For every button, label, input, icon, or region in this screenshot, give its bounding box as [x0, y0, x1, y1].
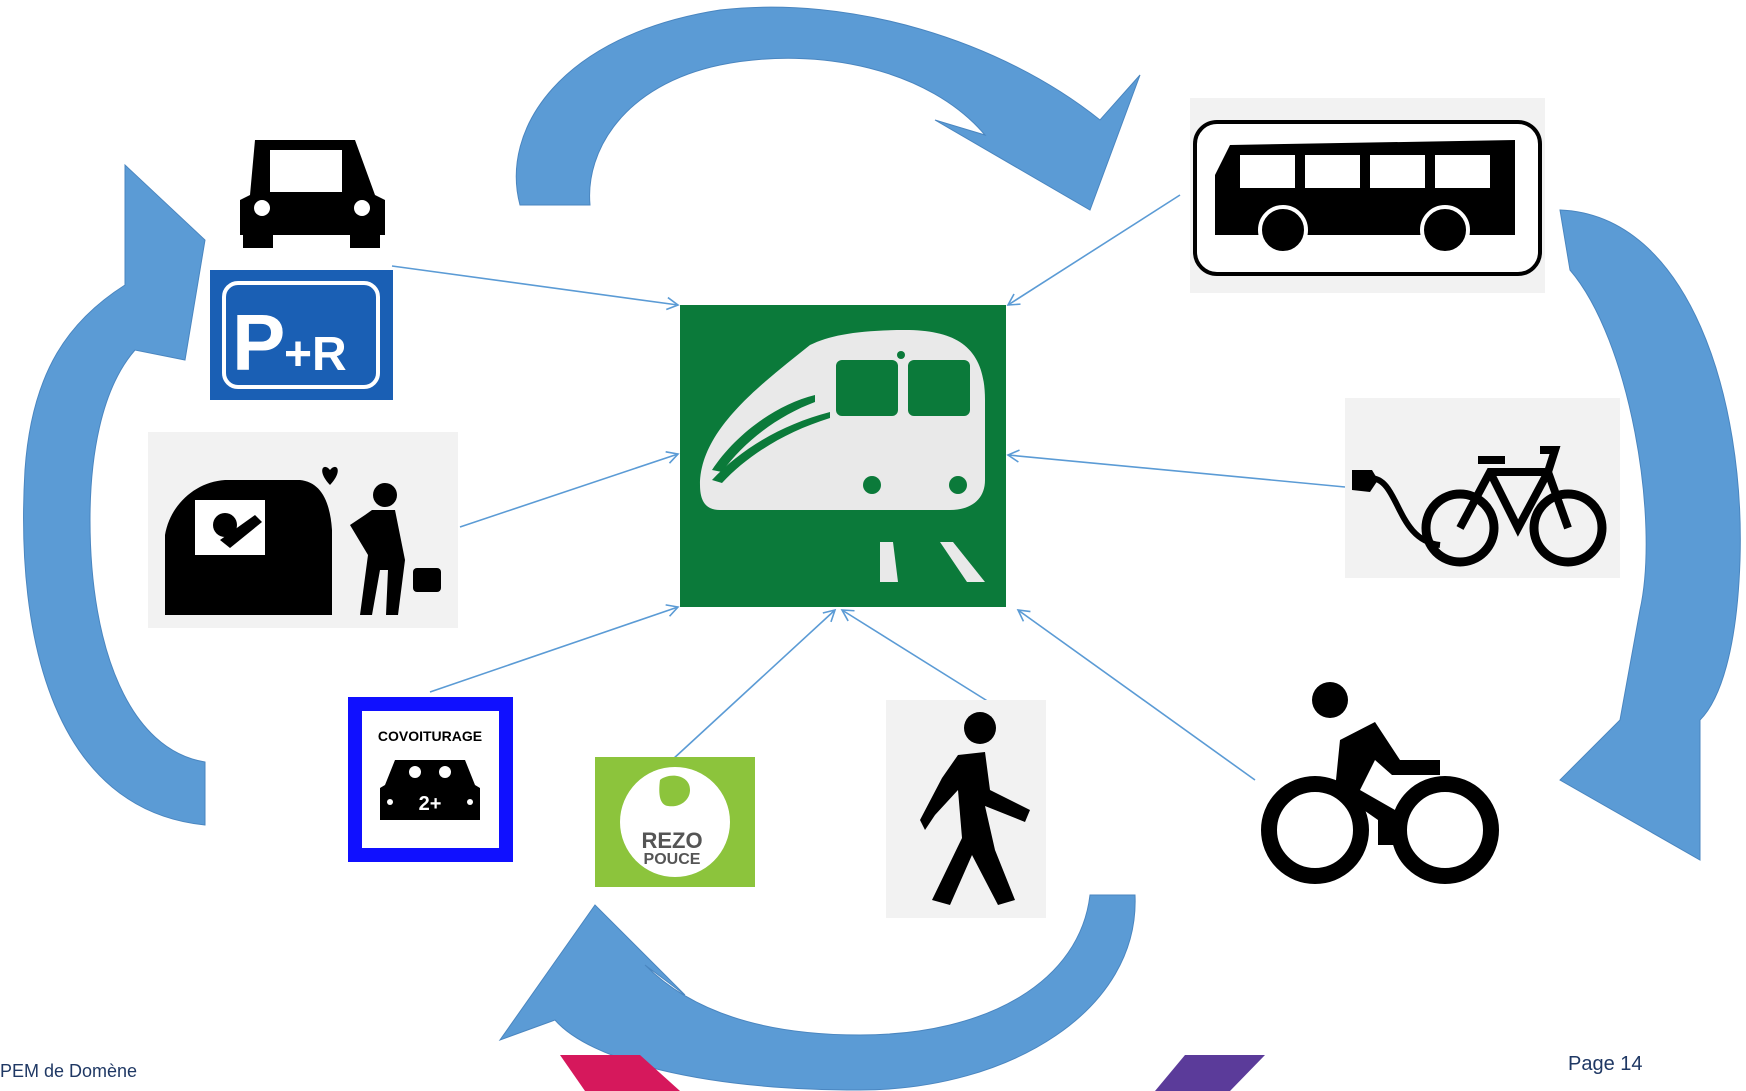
- car-icon: [240, 140, 385, 248]
- footer-title: PEM de Domène: [0, 1061, 138, 1081]
- connector-rezo: [671, 608, 837, 761]
- cyclist-icon: [1261, 682, 1499, 884]
- covoiturage-badge: 2+: [419, 793, 442, 815]
- covoiturage-label: COVOITURAGE: [378, 728, 482, 744]
- cycle-arrow-left: [23, 163, 206, 826]
- magenta-chevron: [560, 1055, 680, 1091]
- cycle-arrow-top: [515, 6, 1141, 211]
- connector-covoiturage: [429, 604, 680, 693]
- connector-ebike: [1006, 449, 1346, 488]
- park-and-ride-icon: P +R: [210, 270, 393, 400]
- pr-p-text: P: [232, 298, 285, 387]
- connector-bike: [1016, 609, 1256, 781]
- hitchhiking-icon: [148, 432, 458, 628]
- connector-walk: [840, 609, 1006, 713]
- rezo-pouce-icon: REZO POUCE: [595, 757, 755, 887]
- rezo-line2: POUCE: [644, 851, 701, 868]
- cycle-arrow-right: [1559, 209, 1741, 861]
- purple-chevron: [1155, 1055, 1265, 1091]
- bus-icon: [1190, 98, 1545, 293]
- rezo-line1: REZO: [641, 828, 702, 853]
- connector-pr: [391, 265, 680, 311]
- covoiturage-icon: COVOITURAGE 2+: [348, 697, 513, 862]
- connector-hitchhike: [459, 451, 680, 528]
- pr-plus-r-text: +R: [284, 328, 347, 381]
- electric-bike-icon: [1345, 398, 1620, 578]
- cycle-arrow-bottom: [498, 894, 1136, 1091]
- pedestrian-icon: [886, 700, 1046, 918]
- connector-bus: [1006, 194, 1181, 306]
- train-icon: [680, 305, 1006, 607]
- page-number: Page 14: [1568, 1053, 1643, 1075]
